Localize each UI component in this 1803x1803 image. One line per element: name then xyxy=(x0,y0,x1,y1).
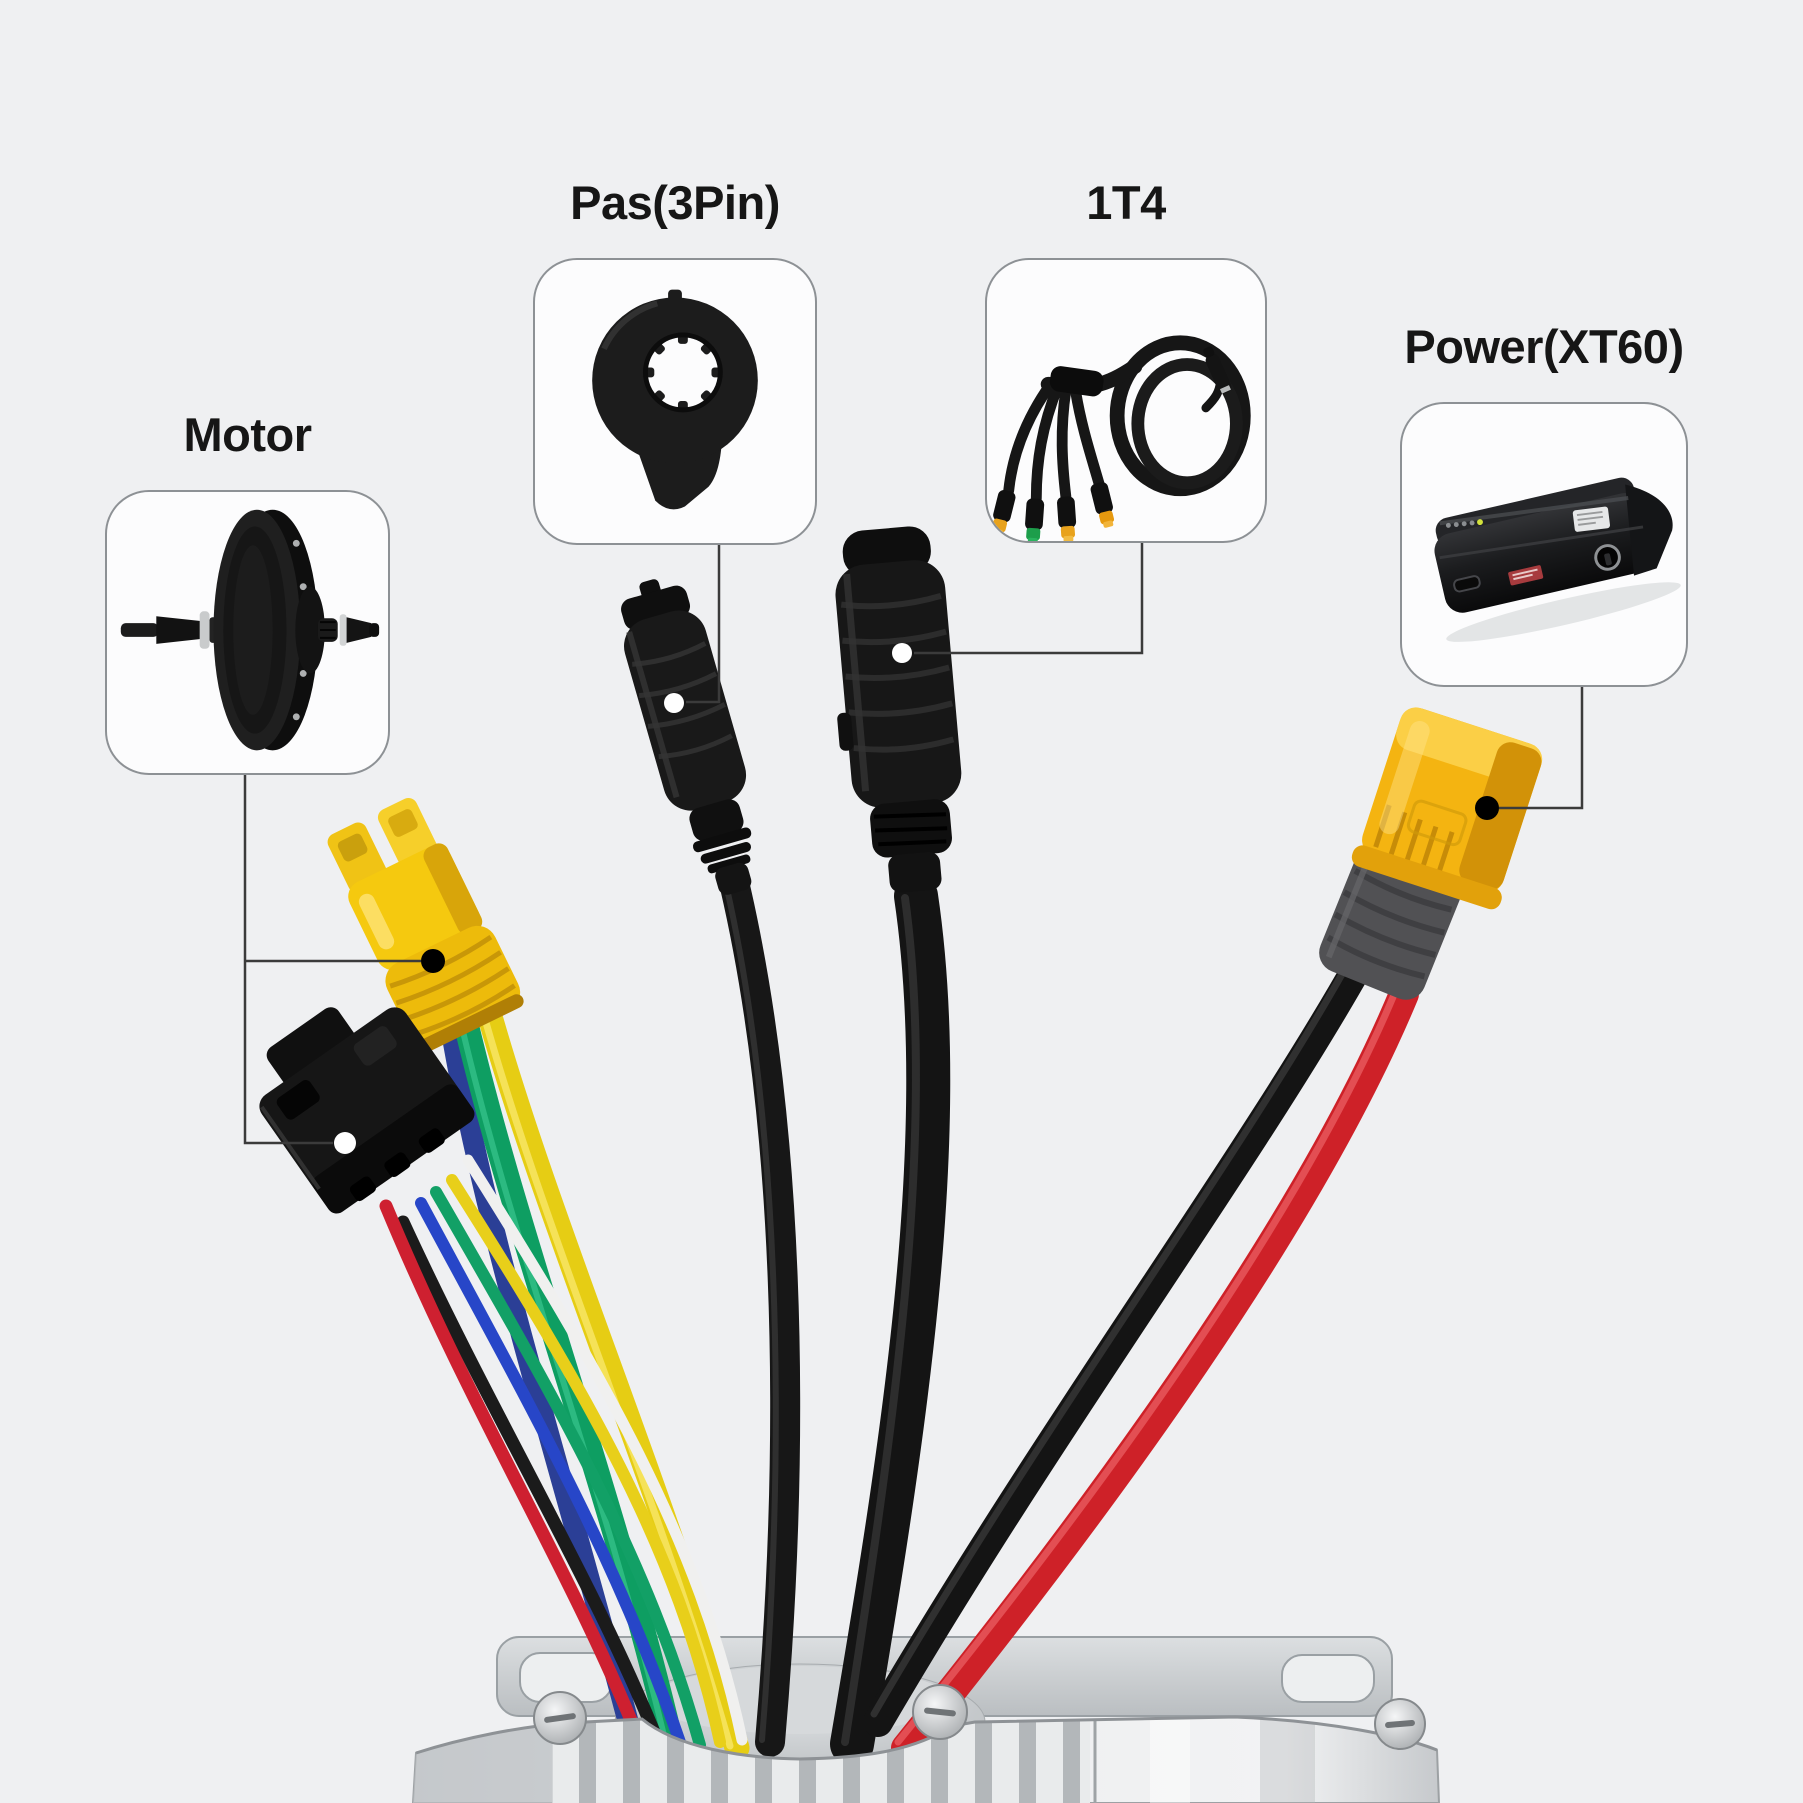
pas-sensor-photo xyxy=(592,289,758,510)
callout-label-power: Power(XT60) xyxy=(1404,320,1684,373)
branch-connector-yellow xyxy=(1057,496,1077,541)
one-to-four-cable-photo xyxy=(992,335,1251,541)
trunk-end-connector xyxy=(1203,346,1232,394)
callout-line-motor-2 xyxy=(243,775,333,1145)
callout-dot-1t4-connector xyxy=(892,643,912,663)
power-wires xyxy=(863,951,1419,1763)
callout-box-1t4 xyxy=(985,258,1267,543)
callout-label-pas: Pas(3Pin) xyxy=(570,176,780,229)
callout-box-pas xyxy=(533,258,817,545)
battery-label xyxy=(1572,506,1611,532)
callout-line-pas xyxy=(686,545,721,704)
screw xyxy=(533,1691,587,1745)
harness-display-connector xyxy=(259,1007,475,1214)
callout-line-power xyxy=(1499,687,1584,810)
callout-lines xyxy=(243,543,1584,1145)
callout-line-1t4 xyxy=(914,543,1144,655)
callout-label-motor: Motor xyxy=(183,408,312,461)
hub-motor-photo xyxy=(120,509,380,751)
pas-cable xyxy=(718,863,801,1757)
mt60-motor-connector xyxy=(327,797,524,1053)
battery-photo xyxy=(1434,477,1681,642)
callout-box-power xyxy=(1400,402,1688,687)
callout-label-1t4: 1T4 xyxy=(1086,176,1166,229)
battery-indicator-leds xyxy=(1445,520,1475,528)
screw xyxy=(912,1684,968,1740)
branch-connector-green xyxy=(1025,498,1045,541)
branch-connector-yellow xyxy=(1090,482,1115,528)
harness-thin-wires xyxy=(379,1154,748,1759)
one-to-four-connector xyxy=(835,526,962,893)
callout-dot-xt60-connector xyxy=(1475,796,1499,820)
screw xyxy=(1374,1698,1426,1750)
bracket-slot-right xyxy=(1281,1654,1375,1703)
callout-dots xyxy=(334,643,1499,1154)
xt60-power-connector xyxy=(1351,707,1543,910)
one-to-four-cable xyxy=(830,874,951,1766)
callout-dot-motor-connector xyxy=(421,949,445,973)
pas-connector xyxy=(621,579,752,895)
callout-dot-harness-connector xyxy=(334,1132,356,1154)
callout-dot-pas-connector xyxy=(664,693,684,713)
callout-box-motor xyxy=(105,490,390,775)
